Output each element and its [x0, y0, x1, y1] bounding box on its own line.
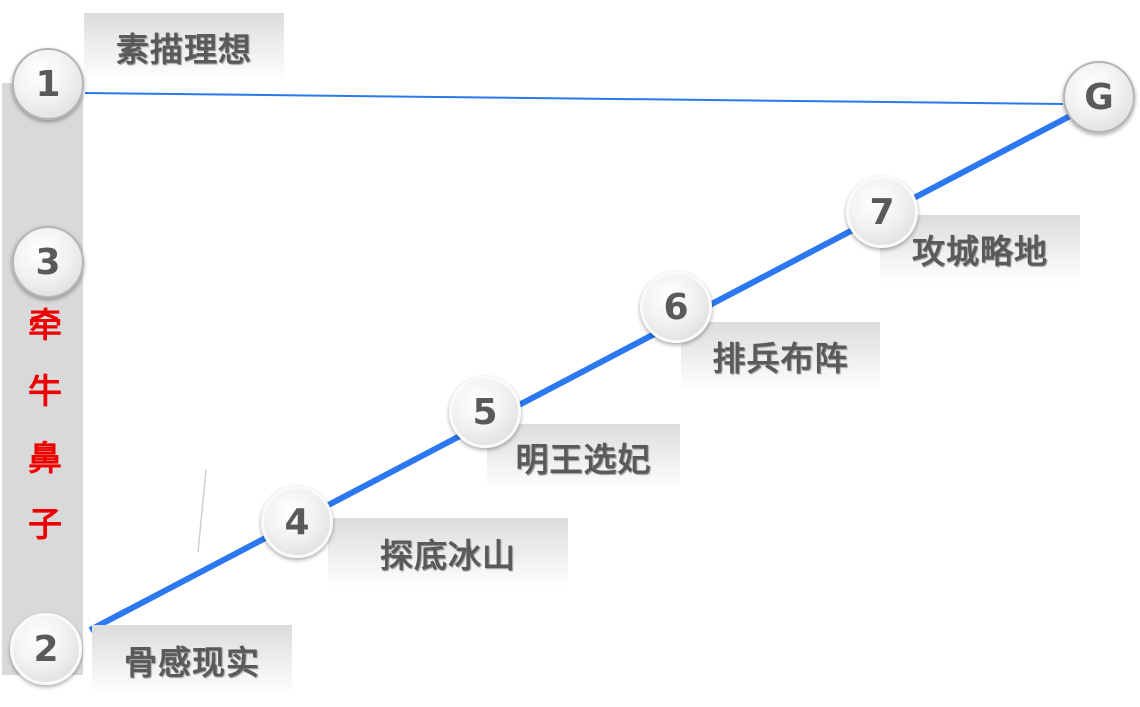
side-text-char: 牵	[28, 306, 62, 346]
side-text-char: 子	[28, 505, 62, 545]
label-step5: 明王选妃	[487, 424, 680, 490]
faint-divider	[197, 469, 207, 553]
side-text-char: 牛	[28, 372, 62, 412]
node-7: 7	[846, 176, 918, 248]
node-4: 4	[261, 486, 333, 558]
sidebar-band	[2, 83, 83, 675]
label-step6: 排兵布阵	[681, 322, 880, 390]
node-goal: G	[1063, 61, 1135, 133]
node-3: 3	[12, 226, 84, 298]
node-6: 6	[640, 271, 712, 343]
label-step4: 探底冰山	[328, 518, 568, 588]
side-text-char: 鼻	[28, 439, 62, 479]
node-1: 1	[12, 48, 84, 120]
label-ideal: 素描理想	[84, 13, 284, 80]
node-5: 5	[449, 376, 521, 448]
progress-line	[88, 112, 1074, 633]
node-2: 2	[10, 613, 82, 685]
ideal-line	[84, 92, 1064, 105]
label-reality: 骨感现实	[92, 625, 292, 695]
